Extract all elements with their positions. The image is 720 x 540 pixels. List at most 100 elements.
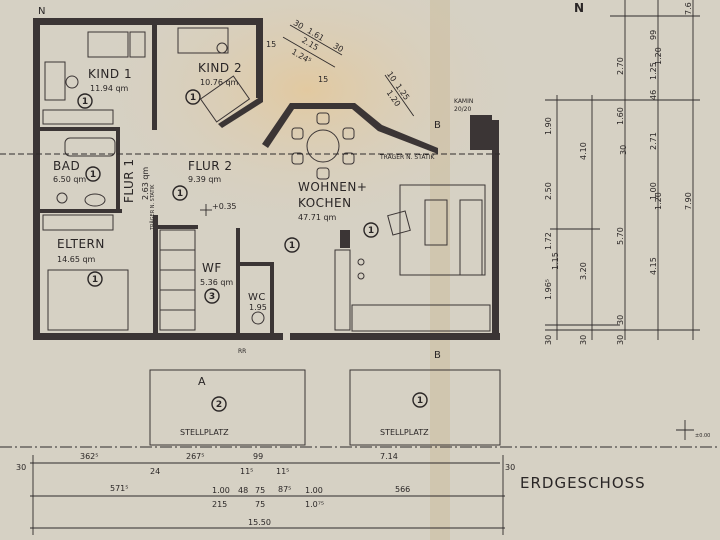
dim: 215: [212, 500, 227, 509]
room-area: 47.71 qm: [298, 213, 337, 222]
dim: 4.10: [579, 142, 588, 160]
dim: 1.72: [544, 232, 553, 250]
room-area: 1.95: [249, 303, 267, 312]
dim: 1.20: [654, 192, 663, 210]
room-name: WOHNEN+: [298, 180, 367, 194]
dim: 2.70: [616, 57, 625, 75]
paper-fold: [430, 0, 450, 540]
room-area: 14.65 qm: [57, 255, 96, 264]
room-area: 11.94 qm: [90, 84, 129, 93]
room-name: FLUR 2: [188, 159, 233, 173]
dim: 1.20: [654, 47, 663, 65]
room-area: 6.50 qm: [53, 175, 86, 184]
rr-label: RR: [238, 348, 246, 355]
dim: 1.15: [551, 252, 560, 270]
dimensions-bottom: 30 362⁵ 24 267⁵ 11⁵ 99 11⁵ 7.14 30 571⁵ …: [0, 446, 720, 535]
section-b-label-bottom: B: [434, 350, 441, 361]
room-code: 1: [82, 97, 88, 107]
dimensions-right-labels: 301.902.501.721.151.96⁵304.103.20302.701…: [544, 2, 693, 345]
dim: 15: [266, 40, 276, 49]
dim: 1.0⁷⁵: [305, 500, 324, 509]
parking-code: 1: [417, 396, 423, 406]
room-kind-1: KIND 1 11.94 qm 1: [77, 67, 132, 109]
dim: 3.20: [579, 262, 588, 280]
parking-label: STELLPLATZ: [180, 428, 229, 437]
room-name: WF: [202, 261, 222, 275]
room-name: KIND 2: [198, 61, 242, 75]
room-kind-2: KIND 2 10.76 qm 1: [185, 61, 242, 105]
room-name: FLUR 1: [122, 158, 136, 203]
dim: 5.70: [616, 227, 625, 245]
dim: 15: [318, 75, 328, 84]
room-code: 1: [90, 170, 96, 180]
parking-code: 2: [216, 400, 222, 410]
room-area: 5.36 qm: [200, 278, 233, 287]
room-code: 1: [368, 226, 374, 236]
dim: 30: [579, 335, 588, 345]
notes: TRÄGER N. STATIK TRÄGER N. STATIK KAMIN …: [0, 1, 710, 440]
room-name: ELTERN: [57, 237, 105, 251]
level-ground: ±0.00: [695, 433, 710, 439]
walls: [33, 18, 500, 340]
parking-2: 2 STELLPLATZ: [149, 369, 306, 446]
dim: 1.25: [649, 62, 658, 80]
dim: 30: [16, 463, 26, 472]
room-bad: BAD 6.50 qm 1: [53, 159, 101, 184]
dim: 11⁵: [240, 467, 253, 476]
dim: 30: [616, 315, 625, 325]
dim: 1.00: [305, 486, 323, 495]
chimney-note: KAMIN: [454, 98, 473, 105]
dim: 75: [255, 486, 265, 495]
section-a-label: A: [198, 375, 206, 388]
dim: 362⁵: [80, 452, 98, 461]
north-mark-right: N: [574, 1, 584, 15]
level-upper: +0.35: [212, 202, 237, 211]
room-wohnen-kochen: WOHNEN+ KOCHEN 47.71 qm 1 1: [284, 180, 379, 253]
parking-1: 1 STELLPLATZ: [349, 369, 501, 446]
dim: 2.71: [649, 132, 658, 150]
dim: 1.60: [616, 107, 625, 125]
beam-note-vertical: TRÄGER N. STATIK: [149, 184, 156, 231]
north-mark: N: [38, 6, 45, 17]
dim: 4.15: [649, 257, 658, 275]
beam-note: TRÄGER N. STATIK: [379, 154, 435, 161]
dim-total: 15.50: [248, 518, 271, 527]
dim: 7.14: [380, 452, 398, 461]
room-name: KIND 1: [88, 67, 132, 81]
dim: 30: [616, 335, 625, 345]
dim: 99: [253, 452, 263, 461]
room-name: WC: [248, 292, 266, 303]
room-name: KOCHEN: [298, 196, 352, 210]
dim: 1.00: [212, 486, 230, 495]
dim: 267⁵: [186, 452, 204, 461]
dim: 30: [332, 41, 345, 54]
dim: 1.96⁵: [544, 279, 553, 300]
room-area: 2.63 qm: [141, 167, 150, 200]
section-b-label-top: B: [434, 120, 441, 131]
dim: 46: [649, 90, 658, 100]
room-name: BAD: [53, 159, 80, 173]
dim: 30: [505, 463, 515, 472]
dim: 11⁵: [276, 467, 289, 476]
plan-title: ERDGESCHOSS: [520, 474, 646, 492]
dimensions-right: [545, 0, 700, 340]
dim: 75: [255, 500, 265, 509]
room-code: 1: [177, 189, 183, 199]
room-eltern: ELTERN 14.65 qm 1: [57, 237, 105, 287]
room-code: 1: [289, 241, 295, 251]
room-wc: WC 1.95: [248, 292, 267, 312]
room-flur-2: FLUR 2 9.39 qm 1: [172, 159, 233, 201]
dim: 7.6: [684, 2, 693, 15]
dim: 571⁵: [110, 484, 128, 493]
parking-label: STELLPLATZ: [380, 428, 429, 437]
furniture: [42, 27, 491, 332]
dim: 1.00: [649, 182, 658, 200]
dim: 48: [238, 486, 248, 495]
room-wf: WF 5.36 qm 3: [200, 261, 233, 304]
room-code: 1: [190, 93, 196, 103]
dim: 1.90: [544, 117, 553, 135]
dim: 24: [150, 467, 160, 476]
room-area: 10.76 qm: [200, 78, 239, 87]
dim: 87⁵: [278, 485, 291, 494]
